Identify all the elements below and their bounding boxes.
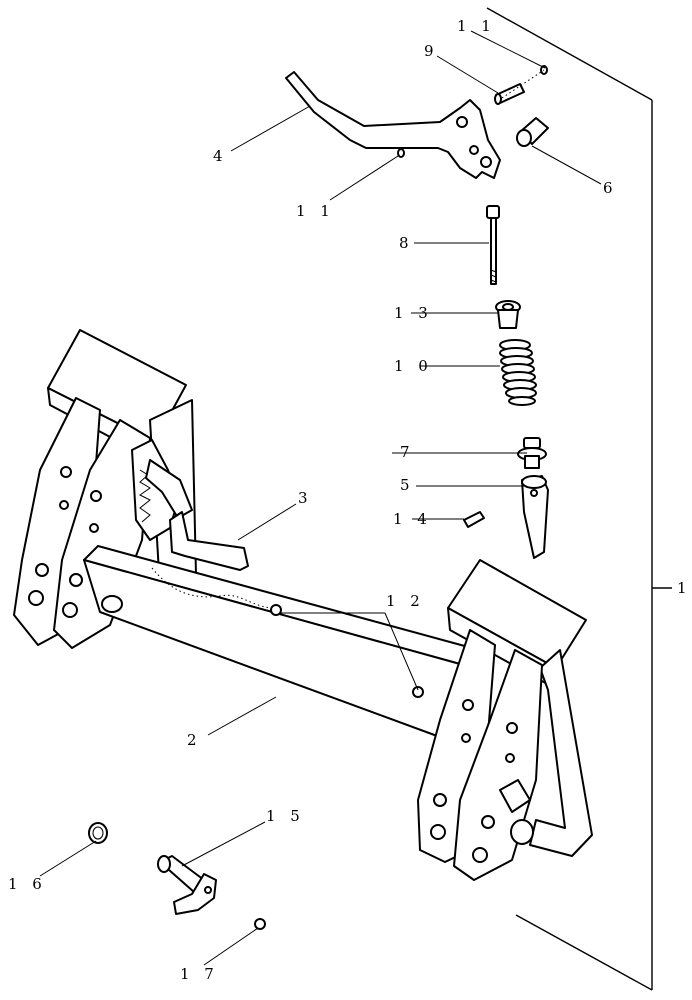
part-10-spring — [499, 339, 537, 406]
callout-3: 3 — [298, 489, 313, 507]
callout-11-lower: 1 1 — [296, 202, 335, 220]
latch-mechanism — [131, 439, 193, 541]
part-17-grease-fitting — [254, 918, 266, 930]
callout-1: 1 — [677, 579, 692, 597]
callout-12: 1 2 — [386, 592, 425, 610]
part-8-bolt — [486, 205, 500, 285]
part-4-lever — [285, 71, 501, 179]
callout-14: 1 4 — [393, 510, 432, 528]
part-5-latch-pin — [521, 475, 549, 559]
callout-13: 1 3 — [394, 304, 433, 322]
callout-5: 5 — [400, 476, 415, 494]
part-14-roll-pin — [463, 511, 485, 528]
part-2-cross-tube — [83, 545, 473, 741]
right-side-plate — [417, 559, 593, 881]
part-3-handle — [169, 511, 249, 571]
part-7-cap-screw — [517, 437, 547, 469]
callout-11-top: 1 1 — [457, 17, 496, 35]
leader-lines — [39, 30, 602, 966]
part-13-spacer — [495, 300, 521, 329]
callout-10: 1 0 — [394, 357, 433, 375]
part-11-clip-lower — [397, 148, 405, 158]
callout-labels: 1 2 3 4 5 6 7 8 9 1 0 1 1 1 1 1 2 1 3 1 … — [8, 17, 692, 983]
callout-4: 4 — [213, 147, 228, 165]
part-6-bushing — [516, 117, 549, 147]
callout-8: 8 — [399, 234, 414, 252]
callout-6: 6 — [603, 179, 618, 197]
part-16-ring — [88, 822, 108, 844]
assembly-bracket — [486, 7, 672, 991]
part-12-fittings — [151, 567, 424, 698]
callout-9: 9 — [424, 42, 439, 60]
callout-17: 1 7 — [180, 965, 219, 983]
callout-2: 2 — [187, 731, 202, 749]
callout-7: 7 — [400, 443, 415, 461]
callout-15: 1 5 — [266, 807, 305, 825]
part-9-pin — [494, 83, 525, 105]
part-15-pivot-pin — [157, 855, 217, 915]
callout-16: 1 6 — [8, 875, 47, 893]
